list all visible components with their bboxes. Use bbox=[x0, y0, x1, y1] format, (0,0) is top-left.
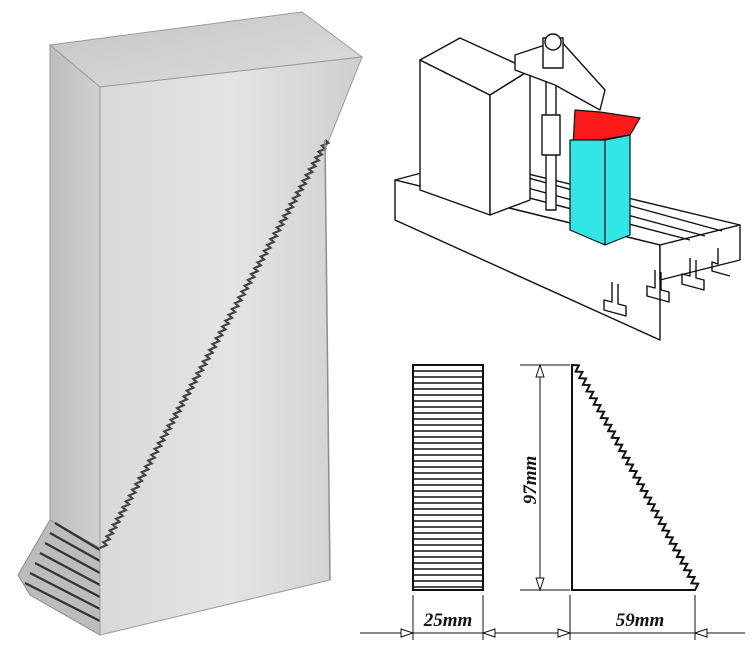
lower-steps-lines bbox=[24, 522, 101, 622]
side-view-block bbox=[412, 364, 484, 591]
width-dimension-label: 25mm bbox=[423, 610, 473, 631]
fixture-right-face bbox=[489, 69, 531, 216]
block-right-edge bbox=[324, 139, 331, 581]
table-right-face bbox=[659, 224, 741, 281]
clamp-top-washer bbox=[544, 33, 562, 51]
serrated-diagonal bbox=[99, 139, 331, 550]
dimension-drawing: 97mm 25mm 59mm bbox=[360, 363, 745, 640]
cyan-step-block-side bbox=[604, 134, 631, 246]
height-dimension bbox=[520, 363, 570, 592]
front-view-step-block bbox=[571, 363, 700, 591]
width-dimension bbox=[360, 595, 520, 640]
clamp-setup-drawing bbox=[394, 33, 741, 341]
block-left-face bbox=[49, 43, 101, 549]
step-block-photo bbox=[17, 11, 364, 636]
block-front-face bbox=[99, 56, 363, 636]
height-dimension-label: 97mm bbox=[520, 456, 541, 505]
depth-dimension bbox=[520, 595, 745, 640]
cyan-step-block-front bbox=[569, 139, 606, 246]
depth-dimension-label: 59mm bbox=[616, 610, 665, 631]
t-slots bbox=[603, 248, 731, 317]
side-view-serrations bbox=[413, 370, 483, 588]
clamp-nut-lower bbox=[541, 114, 561, 156]
